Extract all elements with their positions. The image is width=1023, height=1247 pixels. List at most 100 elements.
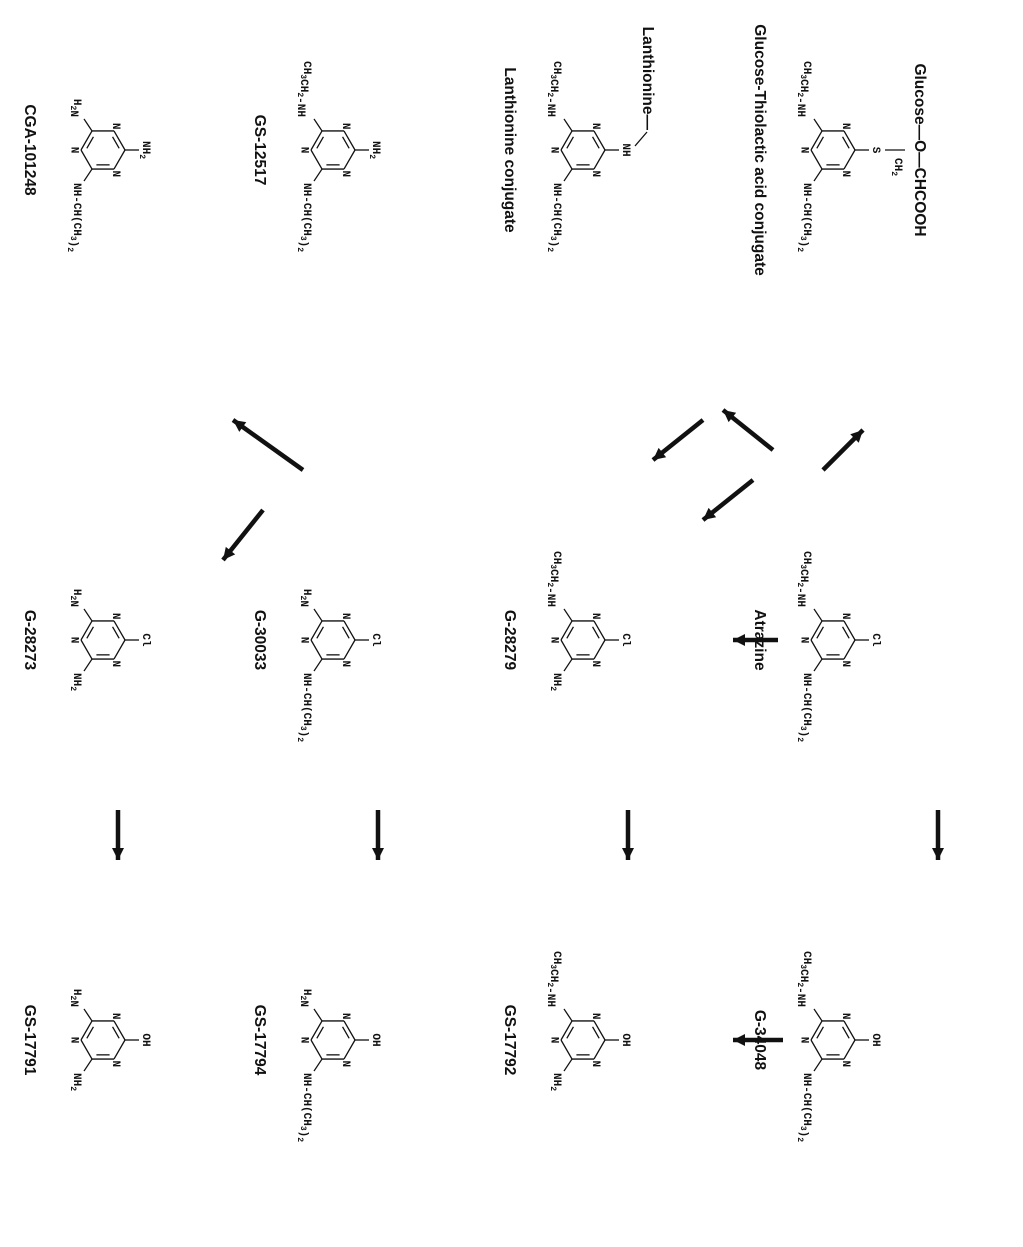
ring-nitrogen: N (548, 637, 560, 644)
substituent-right: NH-CH(CH3)2 (295, 1073, 312, 1142)
compound-name: CGA-101248 (21, 104, 38, 196)
substituent-top: NH2 (367, 141, 381, 159)
ch2-group: CH2 (889, 158, 903, 176)
triazine-ring: NNN (68, 123, 126, 177)
substituent-left: CH3CH2-NH (794, 61, 812, 117)
substituent-right: NH2 (68, 1073, 82, 1091)
substituent-top: Cl (619, 633, 631, 647)
substituent-top: OH (869, 1033, 881, 1046)
substituent-left: H2N (67, 989, 82, 1007)
lanthionine-chain: Lanthionine— (639, 27, 656, 131)
substituent-left: H2N (67, 99, 82, 117)
ring-nitrogen: N (589, 1013, 601, 1020)
ring-nitrogen: N (839, 171, 851, 178)
substituent-left: CH3CH2-NH (794, 951, 812, 1007)
substituent-top: S (869, 147, 881, 154)
ring-nitrogen: N (339, 171, 351, 178)
ring-nitrogen: N (589, 1061, 601, 1068)
ring-nitrogen: N (109, 661, 121, 668)
triazine-ring: NNN (68, 1013, 126, 1067)
arrow-g30033-to-cga-head (233, 420, 247, 432)
substituent-left: CH3CH2-NH (544, 551, 562, 607)
arrow-atrazine-to-g30033-head (703, 507, 717, 520)
arrow-glutathione-branch-head (850, 430, 863, 443)
substituent-right: NH-CH(CH3)2 (295, 673, 312, 742)
arrow-atrazine-to-g28279-head (733, 634, 745, 646)
ring-nitrogen: N (548, 1037, 560, 1044)
triazine-ring: NNN (298, 1013, 356, 1067)
substituent-left: H2N (67, 589, 82, 607)
arrow-g28279-to-gs17792-head (622, 848, 634, 860)
ring-nitrogen: N (109, 613, 121, 620)
substituent-top: OH (619, 1033, 631, 1046)
substituent-top: Cl (869, 633, 881, 647)
compound-name: G-28273 (21, 610, 38, 671)
substituent-right: NH-CH(CH3)2 (795, 183, 812, 252)
ring-nitrogen: N (68, 147, 80, 154)
ring-nitrogen: N (339, 1013, 351, 1020)
substituent-right: NH-CH(CH3)2 (795, 673, 812, 742)
substituent-left: CH3CH2-NH (294, 61, 312, 117)
triazine-ring: N N N (548, 1013, 606, 1067)
ring-nitrogen: N (298, 637, 310, 644)
substituent-right: NH-CH(CH3)2 (795, 1073, 812, 1142)
glucose-chain: Glucose—O—CHCOOH (911, 63, 928, 236)
arrow-lanth-path-head (653, 447, 667, 460)
substituent-top: OH (369, 1033, 381, 1046)
substituent-right: NH2 (548, 1073, 562, 1091)
compound-gs17792: N N N OH CH3CH2-NH NH2 GS-17792 (501, 951, 631, 1091)
compound-name: GS-17792 (501, 1005, 518, 1076)
ring-nitrogen: N (109, 1061, 121, 1068)
compound-lanth: NNNNHCH3CH2-NHNH-CH(CH3)2Lanthionine—Lan… (501, 27, 656, 253)
ring-nitrogen: N (339, 613, 351, 620)
substituent-left: CH3CH2-NH (544, 951, 562, 1007)
arrow-atrazine-to-g34048-head (932, 848, 944, 860)
arrow-to-g28273-head (223, 546, 236, 560)
substituent-top: Cl (369, 633, 381, 647)
arrow-g30033-to-cga (231, 418, 305, 472)
triazine-ring: NNN (798, 1013, 856, 1067)
ring-nitrogen: N (589, 613, 601, 620)
ring-nitrogen: N (68, 637, 80, 644)
substituent-right: NH-CH(CH3)2 (65, 183, 82, 252)
ring-nitrogen: N (839, 123, 851, 130)
ring-nitrogen: N (109, 123, 121, 130)
compound-name: Lanthionine conjugate (501, 67, 518, 233)
ring-nitrogen: N (589, 123, 601, 130)
triazine-ring: NNN (298, 123, 356, 177)
triazine-ring: NNN (798, 123, 856, 177)
ring-nitrogen: N (339, 123, 351, 130)
substituent-right: NH-CH(CH3)2 (295, 183, 312, 252)
compound-name: G-28279 (501, 610, 518, 671)
triazine-ring: N N N (548, 123, 606, 177)
arrow-g28273-to-gs17791-head (112, 848, 124, 860)
substituent-right: NH2 (68, 673, 82, 691)
substituent-left: CH3CH2-NH (794, 551, 812, 607)
substituent-top: NH2 (137, 141, 151, 159)
ring-nitrogen: N (339, 1061, 351, 1068)
ring-nitrogen: N (798, 1037, 810, 1044)
triazine-ring: N N N (298, 613, 356, 667)
ring-nitrogen: N (839, 613, 851, 620)
ring-nitrogen: N (339, 661, 351, 668)
compound-name: GS-17791 (21, 1005, 38, 1076)
ring-nitrogen: N (68, 1037, 80, 1044)
triazine-ring: N N N (68, 613, 126, 667)
substituent-top: OH (139, 1033, 151, 1046)
compound-name: GS-12517 (251, 115, 268, 186)
ring-nitrogen: N (589, 171, 601, 178)
ring-nitrogen: N (548, 147, 560, 154)
substituent-top: Cl (139, 633, 151, 647)
arrow-g34048-to-gs17792-head (733, 1034, 745, 1046)
ring-nitrogen: N (839, 1013, 851, 1020)
triazine-ring: NNN (548, 613, 606, 667)
